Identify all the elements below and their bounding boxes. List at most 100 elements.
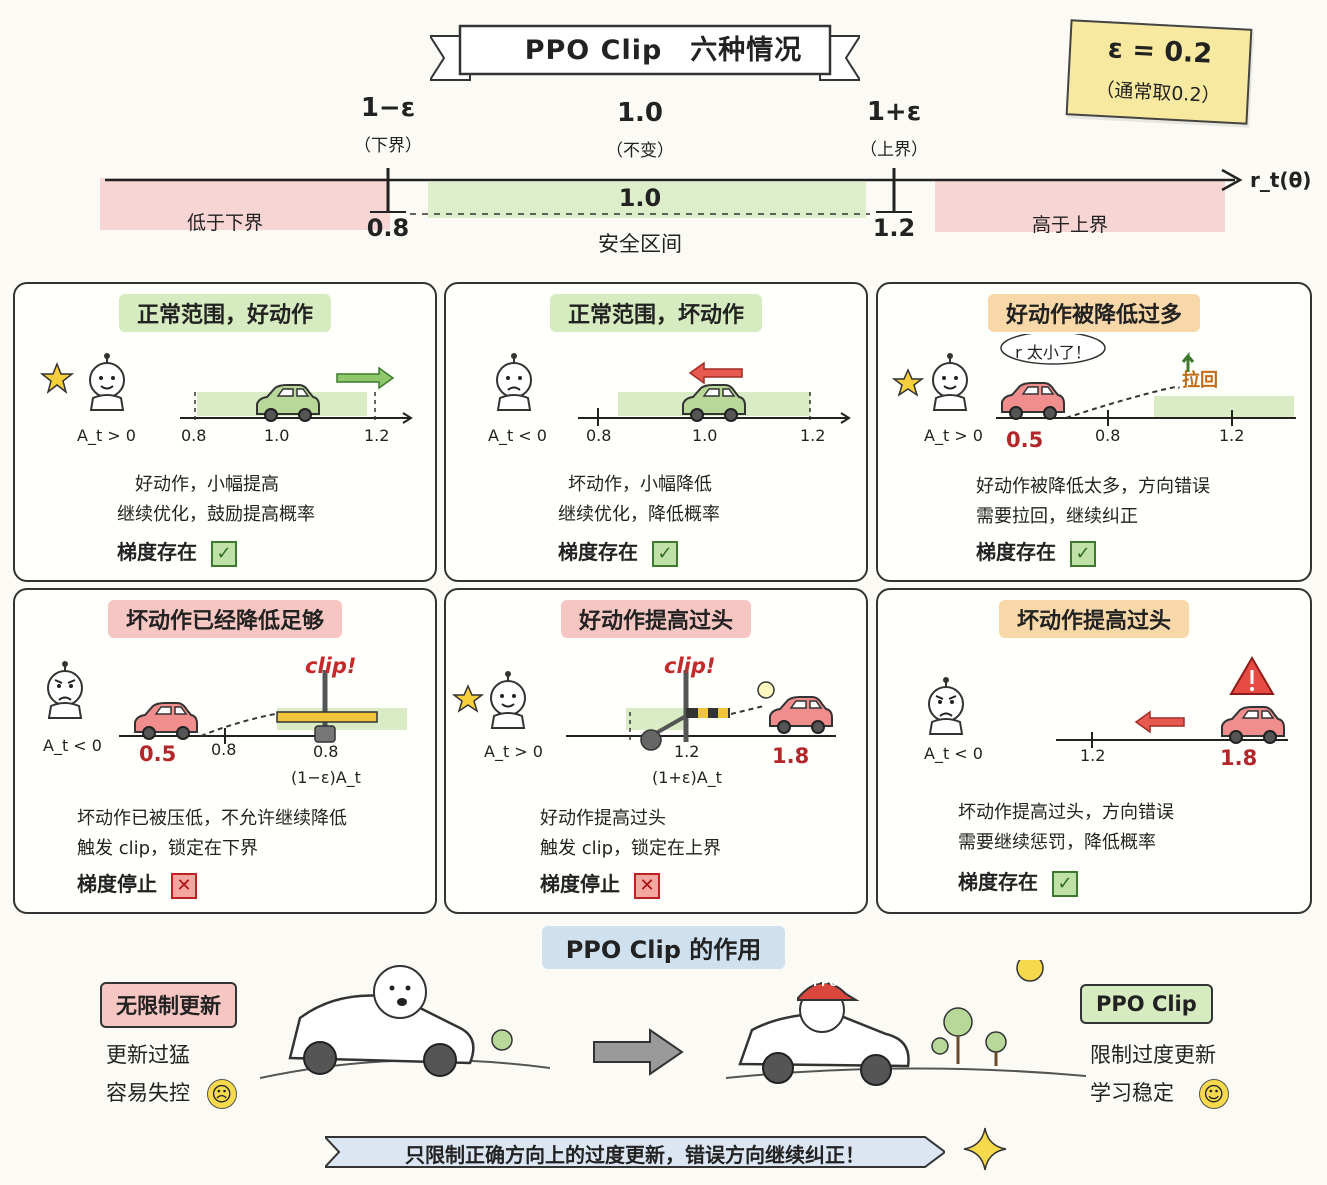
- tick-high: 1.2: [872, 214, 916, 242]
- page-title: PPO Clip 六种情况: [524, 35, 803, 66]
- arrow-right-icon: [336, 366, 395, 390]
- tick-label: 0.8: [181, 426, 207, 445]
- panel-normal-bad: 正常范围，坏动作 A_t < 0 0.8 1.0 1.2 坏动作，小幅降低 继续…: [444, 282, 868, 582]
- cap-label: PPO: [813, 976, 839, 989]
- car-red-icon: [769, 696, 833, 734]
- ppo-car-illustration: [726, 960, 1086, 1086]
- robot-sad-icon: [496, 352, 532, 411]
- zone-low-band: [100, 178, 390, 230]
- speech-bubble: [1000, 334, 1106, 365]
- tick-label: 0.8: [586, 426, 612, 445]
- right-line: 学习稳定: [1090, 1081, 1174, 1105]
- check-icon: ✓: [1070, 540, 1096, 567]
- zone-high-label: 高于上界: [1031, 214, 1108, 236]
- bottom-title: PPO Clip 的作用: [541, 926, 786, 969]
- unlimited-update-box: 无限制更新: [100, 982, 237, 1028]
- mid-symbol: 1.0: [616, 98, 664, 128]
- panel-desc-line: 好动作被降低太多，方向错误: [976, 476, 1210, 497]
- epsilon-value: ε = 0.2: [1107, 33, 1213, 70]
- panel-figure: [451, 670, 836, 751]
- zone-high-band: [935, 180, 1225, 232]
- advantage-label: A_t < 0: [488, 426, 547, 445]
- arrow-left-icon: [688, 361, 743, 385]
- smile-face-icon: ☺: [1198, 1079, 1229, 1109]
- panel-desc-line: 继续优化，降低概率: [558, 504, 720, 525]
- car-red-icon: [1221, 706, 1285, 744]
- panel-title: 好动作提高过头: [560, 600, 751, 638]
- tree-icon: [931, 1037, 949, 1055]
- axis-arrow-icon: [1221, 168, 1243, 192]
- sun-icon: [1016, 960, 1044, 982]
- panel-desc-line: 好动作，小幅提高: [135, 474, 279, 495]
- lower-symbol: 1−ε: [360, 93, 416, 123]
- arrow-up-icon: [1181, 351, 1195, 372]
- footer-text: 只限制正确方向上的过度更新，错误方向继续纠正！: [405, 1143, 865, 1167]
- epsilon-hint: （通常取0.2）: [1094, 78, 1222, 108]
- title-banner: [430, 24, 860, 81]
- panel-figure: [891, 334, 1296, 426]
- tree-icon: [943, 1007, 973, 1037]
- left-line: 容易失控: [106, 1081, 190, 1105]
- panel-title: 坏动作提高过头: [998, 600, 1189, 638]
- tick-label: 1.2: [674, 742, 700, 761]
- check-icon: ✓: [1052, 870, 1078, 897]
- ratio-value: 0.5: [139, 742, 177, 766]
- car-red-icon: [1001, 382, 1065, 420]
- lock-icon: [640, 729, 662, 751]
- zone-safe-label: 安全区间: [598, 232, 682, 256]
- ratio-value: 1.8: [1220, 746, 1258, 770]
- pull-path: [1065, 385, 1180, 419]
- panel-good-too-high: 好动作提高过头 clip! A_t > 0 1.2 1.8 (1+ε)A_t 好…: [444, 588, 868, 914]
- clip-label: clip!: [305, 654, 357, 678]
- star-icon: [39, 361, 75, 394]
- ppo-clip-box: PPO Clip: [1080, 984, 1213, 1024]
- zone-safe-band: [428, 182, 866, 218]
- tree-icon: [491, 1029, 513, 1051]
- advantage-label: A_t < 0: [924, 744, 983, 763]
- sparkle-icon: [963, 1127, 1007, 1171]
- panel-title: 好动作被降低过多: [987, 294, 1200, 332]
- panel-figure: [928, 656, 1288, 748]
- panel-desc-line: 坏动作，小幅降低: [568, 474, 712, 495]
- panel-desc-line: 需要继续惩罚，降低概率: [958, 832, 1156, 853]
- arrow-left-icon: [1134, 710, 1185, 734]
- tree-icon: [985, 1031, 1007, 1053]
- left-line: 更新过猛: [106, 1043, 190, 1067]
- clip-formula: (1−ε)A_t: [291, 768, 361, 787]
- footer-banner: [325, 1136, 945, 1168]
- ratio-value: 0.5: [1006, 428, 1044, 452]
- check-icon: ✓: [652, 540, 678, 567]
- robot-happy-icon: [490, 670, 526, 729]
- right-line: 限制过度更新: [1090, 1043, 1216, 1067]
- panel-bad-too-high: 坏动作提高过头 A_t < 0 1.2 1.8 坏动作提高过头，方向错误 需要继…: [876, 588, 1312, 914]
- panel-figure: [496, 352, 851, 426]
- tick-label: 1.2: [1080, 746, 1106, 765]
- panel-desc-line: 触发 clip，锁定在下界: [77, 838, 259, 859]
- tick-label: 1.0: [692, 426, 718, 445]
- barrier-icon: [276, 711, 378, 723]
- star-icon: [891, 368, 925, 397]
- panel-desc-line: 好动作提高过头: [540, 808, 666, 829]
- lock-icon: [314, 725, 336, 743]
- panel-figure: [39, 352, 413, 424]
- gradient-status: 梯度存在: [958, 870, 1038, 894]
- tick-label: 0.8: [313, 742, 339, 761]
- right-line-with-icon: 学习稳定 ☺: [1090, 1074, 1229, 1112]
- robot-happy-icon: [932, 352, 968, 411]
- panel-good-too-low: 好动作被降低过多 A_t > 0 r 太小了！ 拉回 0.5 0.8 1.2 好…: [876, 282, 1312, 582]
- upper-symbol: 1+ε: [866, 97, 922, 127]
- gradient-status: 梯度停止: [540, 872, 620, 896]
- robot-happy-icon: [89, 352, 125, 411]
- star-icon: [451, 684, 485, 713]
- advantage-label: A_t > 0: [924, 426, 983, 445]
- car-red-icon: [134, 702, 198, 740]
- tick-label: 0.8: [1095, 426, 1121, 445]
- panel-title: 正常范围，好动作: [118, 294, 331, 332]
- pull-back-label: 拉回: [1182, 370, 1218, 391]
- driver-shocked-icon: [373, 965, 427, 1019]
- tick-label: 1.2: [800, 426, 826, 445]
- tick-label: 1.0: [264, 426, 290, 445]
- panel-title: 正常范围，坏动作: [549, 294, 762, 332]
- advantage-label: A_t > 0: [484, 742, 543, 761]
- advantage-label: A_t < 0: [43, 736, 102, 755]
